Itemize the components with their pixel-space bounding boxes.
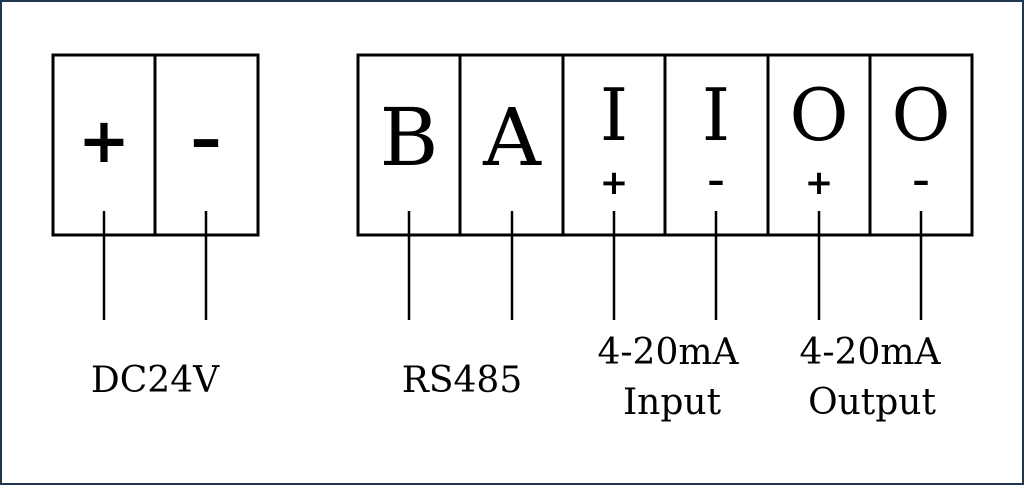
terminal-output-plus-sign: + <box>805 163 834 203</box>
rs485-label: RS485 <box>402 360 522 401</box>
power-label: DC24V <box>91 360 220 401</box>
terminal-input-minus-sign: – <box>708 161 725 201</box>
power-plus-symbol: + <box>78 104 130 177</box>
terminal-input-plus-sign: + <box>600 163 629 203</box>
power-minus-symbol: – <box>191 102 222 175</box>
terminal-output-minus-sign: – <box>913 161 930 201</box>
terminal-input-minus-letter: I <box>702 73 730 157</box>
terminal-a-letter: A <box>482 91 542 184</box>
terminal-output-minus-letter: O <box>891 73 950 157</box>
input-label-line1: 4-20mA <box>597 332 739 373</box>
terminal-input-plus-letter: I <box>600 73 628 157</box>
input-label-line2: Input <box>623 382 722 423</box>
output-label-line2: Output <box>808 382 936 423</box>
terminal-output-plus-letter: O <box>789 73 848 157</box>
terminal-b-letter: B <box>380 91 439 184</box>
output-label-line1: 4-20mA <box>799 332 941 373</box>
